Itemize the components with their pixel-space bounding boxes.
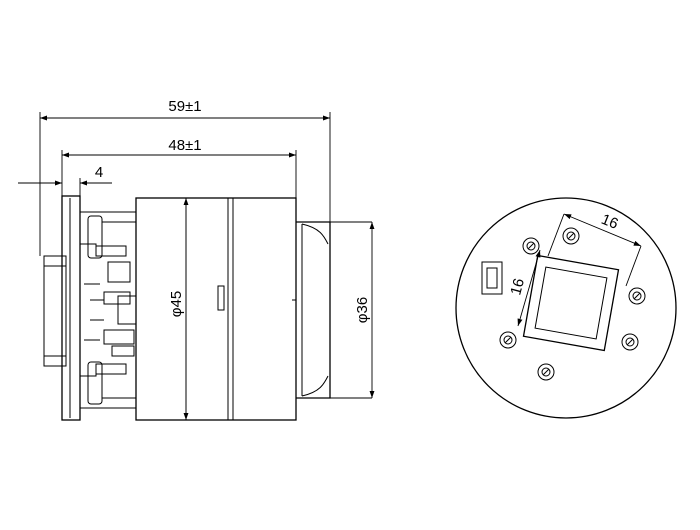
screw-left [499, 331, 517, 349]
window-height-dimension-line [517, 249, 541, 327]
body-notch [217, 285, 225, 311]
nose-diameter-label: φ36 [354, 297, 371, 323]
connector-block [43, 211, 137, 409]
window-height-label: 16 [507, 277, 528, 298]
body-length-label: 48±1 [168, 137, 201, 154]
window-width-dimension-line [563, 213, 642, 247]
screw-top [562, 227, 580, 245]
flange-plate [61, 195, 81, 421]
rectangular-slot [481, 261, 503, 295]
front-outer-circle [455, 197, 677, 419]
main-body [135, 197, 297, 421]
screw-bottom [537, 363, 555, 381]
screw-upper-left [522, 237, 540, 255]
screw-right [628, 287, 646, 305]
window-width-label: 16 [599, 211, 621, 233]
front-view: 16 16 [455, 197, 677, 419]
body-diameter-label: φ45 [168, 291, 185, 317]
side-view: 59±1 48±1 4 φ45 φ36 [18, 98, 375, 421]
screw-lower-right [621, 333, 639, 351]
overall-length-label: 59±1 [168, 98, 201, 115]
nose-section [296, 221, 372, 399]
square-window [522, 254, 620, 352]
flange-thickness-label: 4 [95, 164, 103, 181]
